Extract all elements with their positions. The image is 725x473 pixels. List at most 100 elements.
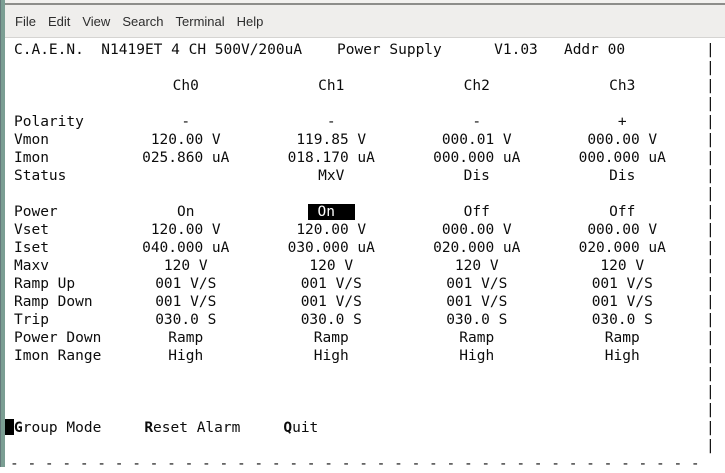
menu-bar: File Edit View Search Terminal Help: [5, 5, 725, 38]
cell-power-ch2: Off: [463, 204, 490, 220]
table-row-vmon: Vmon 120.00 V 119.85 V 000.01 V 000.00 V: [5, 131, 725, 149]
cell-ramp-up-ch1: 001 V/S: [300, 276, 362, 292]
cell-status-ch0: [113, 167, 259, 185]
cell-imon-ch1: 018.170 uA: [287, 150, 375, 166]
table-row-status: Status MxV Dis Dis: [5, 167, 725, 185]
table-row-imon-range: Imon Range High High High High: [5, 347, 725, 365]
cell-vmon-ch1: 119.85 V: [296, 132, 367, 148]
cell-ramp-down-ch2: 001 V/S: [446, 294, 508, 310]
cell-vmon-ch0: 120.00 V: [150, 132, 221, 148]
table-row-trip: Trip 030.0 S 030.0 S 030.0 S 030.0 S: [5, 311, 725, 329]
command-label: roup Mode: [22, 420, 102, 436]
row-label-trip: Trip: [14, 312, 49, 328]
command-hotkey: G: [14, 420, 23, 436]
row-label-maxv: Maxv: [14, 258, 49, 274]
channel-header-ch3: Ch3: [609, 78, 636, 94]
cell-maxv-ch3: 120 V: [600, 258, 645, 274]
cell-power-down-ch0: Ramp: [168, 330, 204, 346]
menu-item-file[interactable]: File: [15, 13, 36, 29]
blank-line: [5, 185, 725, 203]
window-top-edge: [0, 0, 725, 5]
cell-status-ch2: Dis: [463, 168, 490, 184]
channel-header-ch2: Ch2: [463, 78, 490, 94]
terminal-screen[interactable]: C.A.E.N. N1419ET 4 CH 500V/200uA Power S…: [5, 38, 725, 472]
command-group-mode[interactable]: Group Mode: [14, 420, 101, 436]
cell-vmon-ch2: 000.01 V: [441, 132, 512, 148]
table-row-ramp-up: Ramp Up 001 V/S 001 V/S 001 V/S 001 V/S: [5, 275, 725, 293]
cell-power-ch0: On: [177, 204, 195, 220]
cell-imon-ch3: 000.000 uA: [578, 150, 666, 166]
cell-ramp-up-ch2: 001 V/S: [446, 276, 508, 292]
cell-trip-ch0: 030.0 S: [155, 312, 217, 328]
cell-ramp-down-ch3: 001 V/S: [591, 294, 653, 310]
menu-item-search[interactable]: Search: [122, 13, 164, 29]
blank-line: [5, 437, 725, 455]
blank-line: [5, 95, 725, 113]
cell-trip-ch3: 030.0 S: [591, 312, 653, 328]
window-left-edge: [0, 0, 5, 467]
row-label-status: Status: [14, 168, 67, 184]
cell-imon-range-ch0: High: [168, 348, 204, 364]
table-row-ramp-down: Ramp Down 001 V/S 001 V/S 001 V/S 001 V/…: [5, 293, 725, 311]
menu-item-view[interactable]: View: [82, 13, 111, 29]
cell-vset-ch3: 000.00 V: [587, 222, 658, 238]
row-label-vmon: Vmon: [14, 132, 49, 148]
cell-polarity-ch3: +: [617, 114, 627, 130]
table-row-power: Power On On Off Off: [5, 203, 725, 221]
cell-power-ch1: On: [259, 203, 405, 221]
cell-power-ch3: Off: [609, 204, 636, 220]
cell-maxv-ch1: 120 V: [309, 258, 354, 274]
cell-maxv-ch0: 120 V: [163, 258, 208, 274]
menu-item-terminal[interactable]: Terminal: [175, 13, 225, 29]
cell-polarity-ch2: -: [472, 114, 482, 130]
cell-iset-ch3: 020.000 uA: [578, 240, 666, 256]
menu-item-edit[interactable]: Edit: [47, 13, 71, 29]
table-row-maxv: Maxv 120 V 120 V 120 V 120 V: [5, 257, 725, 275]
row-label-imon: Imon: [14, 150, 49, 166]
row-label-power-down: Power Down: [14, 330, 102, 346]
device-title-line: C.A.E.N. N1419ET 4 CH 500V/200uA Power S…: [14, 42, 626, 58]
table-row-power-down: Power Down Ramp Ramp Ramp Ramp: [5, 329, 725, 347]
row-label-vset: Vset: [14, 222, 49, 238]
blank-line: [5, 365, 725, 383]
cell-polarity-ch0: -: [181, 114, 191, 130]
channel-header-spacer: [5, 77, 113, 95]
command-label: eset Alarm: [153, 420, 241, 436]
menu-item-help[interactable]: Help: [236, 13, 264, 29]
row-label-iset: Iset: [14, 240, 49, 256]
cell-imon-range-ch2: High: [459, 348, 495, 364]
channel-header-ch0: Ch0: [172, 78, 199, 94]
cell-power-down-ch1: Ramp: [313, 330, 349, 346]
table-row-imon: Imon 025.860 uA 018.170 uA 000.000 uA 00…: [5, 149, 725, 167]
table-row-iset: Iset 040.000 uA 030.000 uA 020.000 uA 02…: [5, 239, 725, 257]
row-label-ramp-down: Ramp Down: [14, 294, 93, 310]
cell-status-ch3: Dis: [609, 168, 636, 184]
table-row-vset: Vset 120.00 V 120.00 V 000.00 V 000.00 V: [5, 221, 725, 239]
channel-header-row: Ch0 Ch1 Ch2 Ch3: [5, 77, 725, 95]
blank-line: [5, 401, 725, 419]
command-label: uit: [292, 420, 319, 436]
cell-iset-ch2: 020.000 uA: [433, 240, 521, 256]
command-hotkey: Q: [283, 420, 293, 436]
channel-header-ch1: Ch1: [318, 78, 345, 94]
cell-iset-ch1: 030.000 uA: [287, 240, 375, 256]
selected-field-power-ch1[interactable]: On: [307, 204, 355, 220]
cell-ramp-down-ch0: 001 V/S: [155, 294, 217, 310]
command-reset-alarm[interactable]: Reset Alarm: [144, 420, 240, 436]
blank-line: [5, 59, 725, 77]
table-row-polarity: Polarity - - - +: [5, 113, 725, 131]
cell-ramp-up-ch0: 001 V/S: [155, 276, 217, 292]
cell-trip-ch1: 030.0 S: [300, 312, 362, 328]
row-label-ramp-up: Ramp Up: [14, 276, 76, 292]
blank-line: [5, 383, 725, 401]
cell-power-down-ch2: Ramp: [459, 330, 495, 346]
row-label-polarity: Polarity: [14, 114, 84, 130]
command-menu-row: Group Mode Reset Alarm Quit: [5, 419, 725, 437]
cell-ramp-up-ch3: 001 V/S: [591, 276, 653, 292]
cell-maxv-ch2: 120 V: [454, 258, 499, 274]
cell-imon-range-ch1: High: [313, 348, 349, 364]
cursor-block: [5, 419, 14, 435]
cell-vmon-ch3: 000.00 V: [587, 132, 658, 148]
cell-ramp-down-ch1: 001 V/S: [300, 294, 362, 310]
command-quit[interactable]: Quit: [283, 420, 318, 436]
